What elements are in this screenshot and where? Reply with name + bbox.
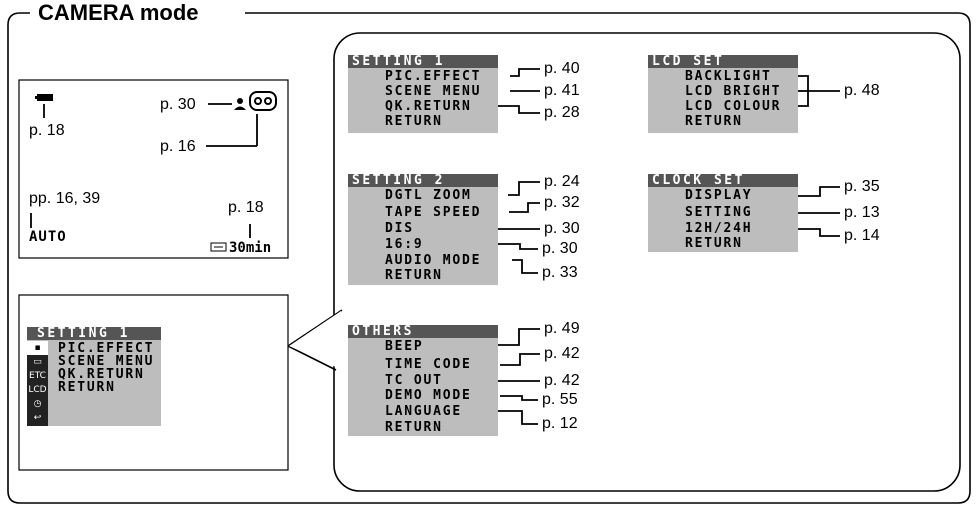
lcd-set-item: BACKLIGHT — [685, 69, 772, 84]
setting1-menu: SETTING 1 PIC.EFFECT SCENE MENU QK.RETUR… — [348, 55, 498, 133]
lcd-set-menu: LCD SET BACKLIGHT LCD BRIGHT LCD COLOUR … — [648, 55, 798, 133]
others-header: OTHERS — [348, 325, 498, 338]
clock-tab-icon: ◷ — [33, 399, 42, 409]
clock-set-item: RETURN — [685, 236, 743, 251]
others-ref: p. 12 — [542, 415, 578, 432]
setting1-ref: p. 41 — [544, 82, 580, 99]
others-item: TC OUT — [385, 373, 443, 388]
setting2-item: DGTL ZOOM — [385, 188, 472, 203]
clock-set-ref: p. 13 — [844, 204, 880, 221]
auto-ref: pp. 16, 39 — [29, 190, 101, 207]
mini-menu-header: SETTING 1 — [27, 327, 161, 340]
tape-icon — [210, 242, 227, 252]
setting2-item: RETURN — [385, 268, 443, 283]
setting2-header: SETTING 2 — [348, 174, 498, 187]
clock-set-header: CLOCK SET — [648, 174, 798, 187]
vcr-tab-icon: ▭ — [33, 357, 42, 367]
setting2-ref: p. 32 — [544, 194, 580, 211]
clock-set-item: 12H/24H — [685, 221, 753, 236]
mini-menu-item: RETURN — [58, 380, 116, 395]
setting2-ref: p. 33 — [542, 264, 578, 281]
battery-ref: p. 18 — [29, 122, 65, 139]
page-title: CAMERA mode — [30, 0, 207, 28]
setting1-item: RETURN — [385, 114, 443, 129]
clock-set-ref: p. 35 — [844, 178, 880, 195]
mini-menu-item: QK.RETURN — [58, 367, 145, 382]
mini-menu-item: SCENE MENU — [58, 354, 155, 369]
return-tab-icon: ↩ — [33, 413, 42, 423]
lcd-set-item: LCD BRIGHT — [685, 84, 782, 99]
setting2-ref: p. 30 — [542, 240, 578, 257]
setting1-ref: p. 28 — [544, 104, 580, 121]
others-ref: p. 42 — [544, 345, 580, 362]
mini-menu-item: PIC.EFFECT — [58, 341, 155, 356]
setting2-item: AUDIO MODE — [385, 253, 482, 268]
setting1-item: SCENE MENU — [385, 84, 482, 99]
others-ref: p. 55 — [542, 391, 578, 408]
tape-remaining: 30min — [229, 240, 272, 256]
mini-menu: SETTING 1 PIC.EFFECT SCENE MENU QK.RETUR… — [27, 327, 161, 426]
cassette-icon — [249, 91, 277, 111]
lcd-set-ref: p. 48 — [844, 82, 880, 99]
others-item: RETURN — [385, 420, 443, 435]
setting1-item: QK.RETURN — [385, 99, 472, 114]
auto-label: AUTO — [29, 229, 67, 245]
others-item: TIME CODE — [385, 357, 472, 372]
setting1-ref: p. 40 — [544, 60, 580, 77]
setting1-item: PIC.EFFECT — [385, 69, 482, 84]
clock-set-item: SETTING — [685, 205, 753, 220]
tape-ref: p. 18 — [228, 199, 264, 216]
others-ref: p. 42 — [544, 372, 580, 389]
setting2-ref: p. 30 — [544, 220, 580, 237]
clock-set-item: DISPLAY — [685, 188, 753, 203]
battery-icon — [37, 94, 53, 101]
others-ref: p. 49 — [544, 320, 580, 337]
lcd-set-item: RETURN — [685, 114, 743, 129]
others-item: LANGUAGE — [385, 404, 463, 419]
others-item: BEEP — [385, 339, 424, 354]
others-menu: OTHERS BEEP TIME CODE TC OUT DEMO MODE L… — [348, 325, 498, 436]
cassette-icon-ref: p. 16 — [160, 138, 196, 155]
mini-menu-tabs: ▪ ▭ ETC LCD ◷ ↩ — [27, 341, 48, 426]
clock-set-menu: CLOCK SET DISPLAY SETTING 12H/24H RETURN — [648, 174, 798, 252]
person-icon-ref: p. 30 — [160, 96, 196, 113]
person-icon — [234, 98, 246, 110]
setting2-item: TAPE SPEED — [385, 205, 482, 220]
setting1-header: SETTING 1 — [348, 55, 498, 68]
lcd-set-header: LCD SET — [648, 55, 798, 68]
etc-tab-icon: ETC — [29, 371, 46, 381]
setting2-item: 16:9 — [385, 237, 424, 252]
setting2-menu: SETTING 2 DGTL ZOOM TAPE SPEED DIS 16:9 … — [348, 174, 498, 285]
clock-set-ref: p. 14 — [844, 227, 880, 244]
lcd-tab-icon: LCD — [28, 385, 47, 395]
lcd-set-item: LCD COLOUR — [685, 99, 782, 114]
others-item: DEMO MODE — [385, 388, 472, 403]
setting2-item: DIS — [385, 221, 414, 236]
setting2-ref: p. 24 — [544, 173, 580, 190]
camera-tab-icon: ▪ — [27, 341, 48, 355]
